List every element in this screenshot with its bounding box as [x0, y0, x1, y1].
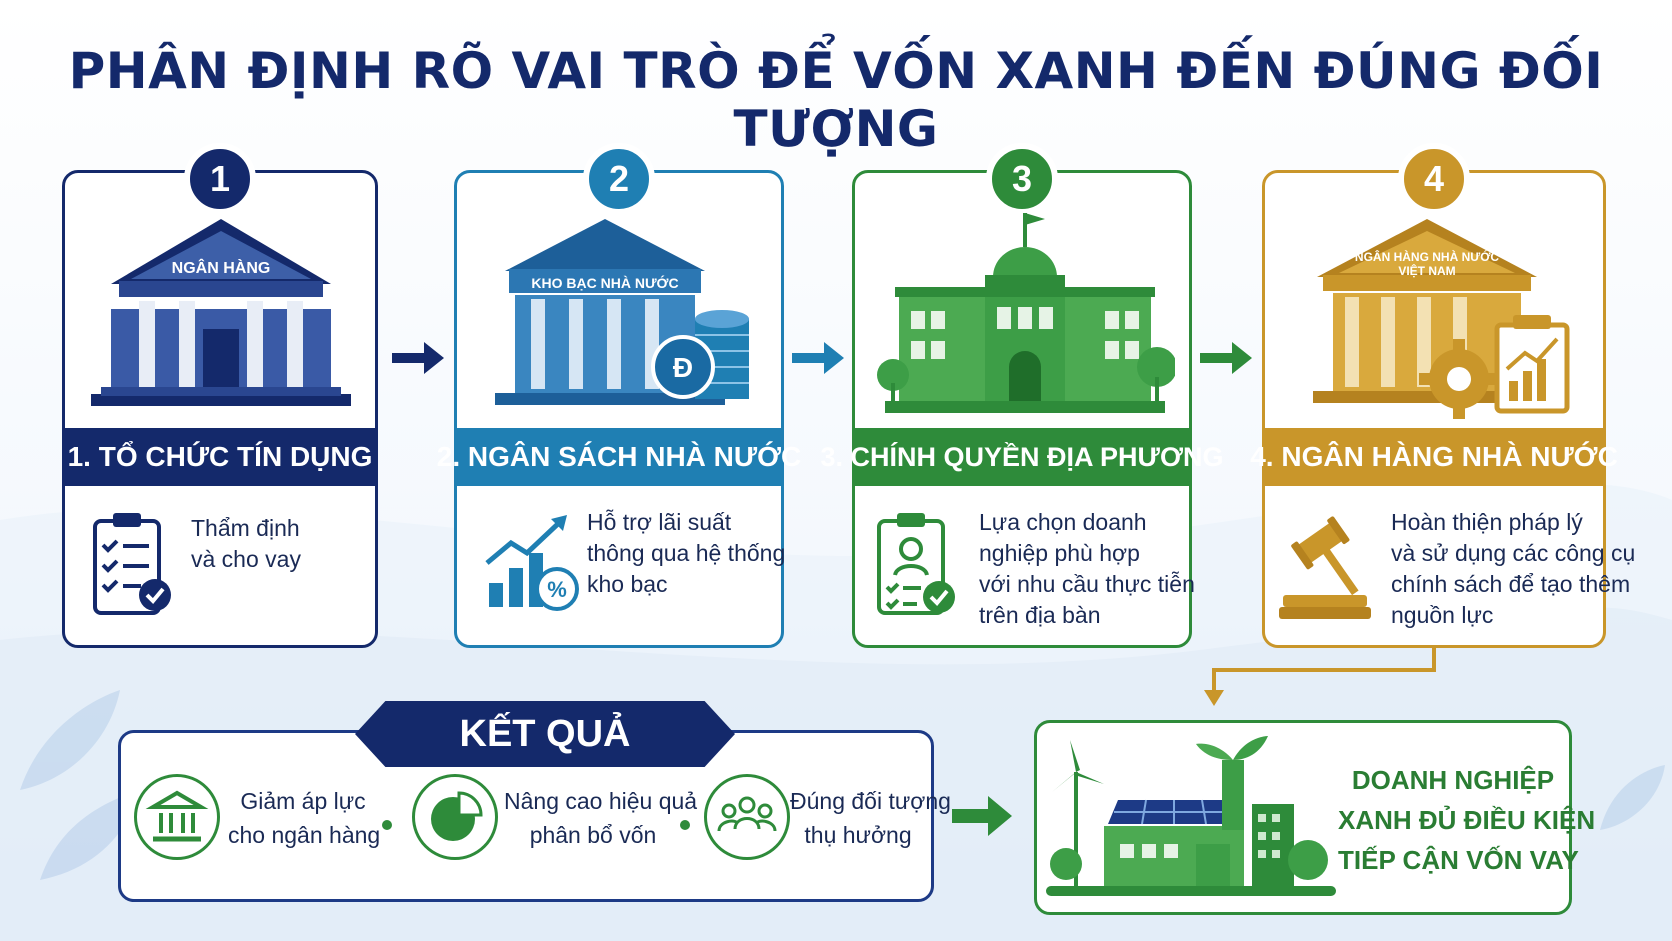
arrow-right-icon	[392, 342, 444, 374]
result-item-3: Đúng đối tượng thụ hưởng	[790, 788, 951, 848]
separator-dot	[382, 820, 392, 830]
page-title: PHÂN ĐỊNH RÕ VAI TRÒ ĐỂ VỐN XANH ĐẾN ĐÚN…	[68, 42, 1604, 158]
gavel-icon	[1279, 516, 1371, 619]
step-bar-3: 3. CHÍNH QUYỀN ĐỊA PHƯƠNG	[821, 428, 1224, 486]
treasury-building-icon: KHO BẠC NHÀ NƯỚC Đ	[495, 219, 749, 405]
green-factory-icon	[1046, 736, 1336, 896]
step-desc-4: Hoàn thiện pháp lý và sử dụng các công c…	[1391, 509, 1636, 628]
step-number-1: 1	[184, 143, 256, 215]
step-bar-2: 2. NGÂN SÁCH NHÀ NƯỚC	[437, 428, 801, 486]
svg-text:NGÂN HÀNG: NGÂN HÀNG	[172, 258, 271, 277]
step-card-1: 1 NGÂN HÀNG 1. TỔ CHỨC TÍN DỤNG Thẩm địn…	[62, 143, 378, 648]
step-card-3: 3 3. CHÍNH QUYỀN ĐỊA PHƯƠNG	[821, 143, 1224, 648]
step-number-3: 3	[986, 143, 1058, 215]
people-icon	[704, 774, 790, 860]
connector-arrow	[1204, 648, 1436, 706]
gear-icon	[1419, 339, 1499, 419]
step-number-4: 4	[1398, 143, 1470, 215]
outcome-text: DOANH NGHIỆP XANH ĐỦ ĐIỀU KIỆN TIẾP CẬN …	[1338, 765, 1596, 875]
arrow-right-icon	[1200, 342, 1252, 374]
leaf-decoration-left	[20, 690, 140, 880]
separator-dot	[680, 820, 690, 830]
result-item-1: Giảm áp lực cho ngân hàng	[228, 788, 381, 848]
pie-chart-icon	[412, 774, 498, 860]
step-card-4: 4 NGÂN HÀNG NHÀ NƯỚC VIỆT NAM 4. NGÂN HÀ…	[1250, 143, 1635, 648]
state-bank-building-icon: NGÂN HÀNG NHÀ NƯỚC VIỆT NAM	[1313, 219, 1570, 419]
city-hall-building-icon	[877, 213, 1175, 413]
arrow-right-icon	[952, 796, 1012, 836]
leaf-decoration-right	[1600, 765, 1665, 830]
step-card-2: 2 KHO BẠC NHÀ NƯỚC Đ 2. NGÂN SÁCH NHÀ NƯ…	[437, 143, 801, 648]
step-bar-4: 4. NGÂN HÀNG NHÀ NƯỚC	[1250, 428, 1618, 486]
coin-stack-icon: Đ	[651, 310, 749, 399]
svg-text:Đ: Đ	[673, 352, 693, 383]
svg-text:KHO BẠC NHÀ NƯỚC: KHO BẠC NHÀ NƯỚC	[531, 274, 678, 291]
clipboard-check-icon	[93, 513, 171, 615]
bank-icon	[134, 774, 220, 860]
result-item-2: Nâng cao hiệu quả phân bổ vốn	[504, 788, 698, 848]
step-desc-3: Lựa chọn doanh nghiệp phù hợp với nhu cầ…	[979, 509, 1195, 628]
growth-chart-percent-icon: %	[485, 515, 579, 611]
result-title: KẾT QUẢ	[355, 701, 735, 767]
bank-building-icon: NGÂN HÀNG	[91, 219, 351, 406]
svg-text:VIỆT NAM: VIỆT NAM	[1398, 263, 1455, 278]
chart-board-icon	[1494, 315, 1570, 414]
svg-text:NGÂN HÀNG NHÀ NƯỚC: NGÂN HÀNG NHÀ NƯỚC	[1355, 249, 1500, 264]
step-number-2: 2	[583, 143, 655, 215]
step-desc-2: Hỗ trợ lãi suất thông qua hệ thống kho b…	[587, 509, 786, 597]
clipboard-person-icon	[877, 513, 955, 615]
step-desc-1: Thẩm định và cho vay	[191, 515, 301, 572]
arrow-right-icon	[792, 342, 844, 374]
svg-text:%: %	[547, 577, 567, 602]
step-bar-1: 1. TỔ CHỨC TÍN DỤNG	[65, 428, 375, 486]
